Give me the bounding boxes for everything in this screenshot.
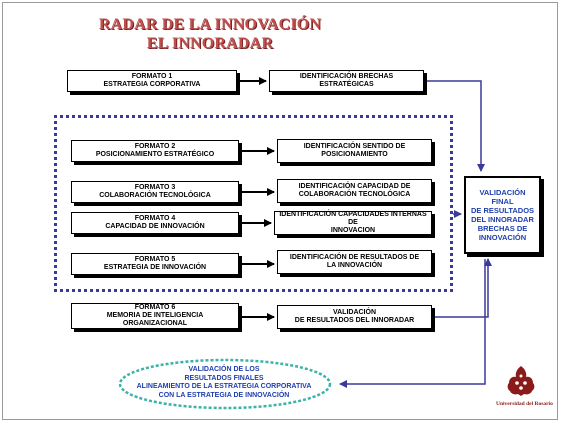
format-3-label: FORMATO 3	[134, 184, 176, 191]
format-1-box: FORMATO 1 ESTRATEGIA CORPORATIVA	[67, 70, 237, 92]
final-validation-line-1: VALIDACIÓN	[479, 188, 526, 197]
conclusion-ellipse	[118, 358, 332, 410]
final-validation-line-2: FINAL	[491, 197, 514, 206]
final-validation-line-5: BRECHAS DE	[477, 224, 528, 233]
format-2-label: FORMATO 2	[134, 143, 176, 150]
conclusion-line-2: RESULTADOS FINALES	[184, 374, 264, 382]
format-3-box: FORMATO 3 COLABORACIÓN TECNOLÓGICA	[71, 181, 239, 203]
format-4-name: CAPACIDAD DE INNOVACIÓN	[105, 223, 205, 230]
result-2-line1: IDENTIFICACIÓN SENTIDO DE	[303, 143, 406, 150]
final-validation-box: VALIDACIÓN FINAL DE RESULTADOS DEL INNOR…	[464, 176, 541, 254]
slide-frame	[2, 2, 558, 420]
format-3-name: COLABORACIÓN TECNOLÓGICA	[99, 192, 211, 199]
result-2-line2: POSICIONAMIENTO	[321, 151, 388, 158]
result-5-line2: LA INNOVACIÓN	[326, 262, 383, 269]
result-1-box: IDENTIFICACIÓN BRECHAS ESTRATÉGICAS	[269, 70, 424, 92]
conclusion-line-3: ALINEAMIENTO DE LA ESTRATEGIA CORPORATIV…	[136, 383, 312, 390]
slide-title-line-2: EL INNORADAR	[146, 35, 274, 52]
connector-result6-to-validation	[435, 258, 492, 318]
result-5-line1: IDENTIFICACIÓN DE RESULTADOS DE	[289, 254, 420, 261]
format-5-box: FORMATO 5 ESTRATEGIA DE INNOVACIÓN	[71, 253, 239, 275]
result-3-line1: IDENTIFICACIÓN CAPACIDAD DE	[298, 183, 411, 190]
format-6-label: FORMATO 6	[134, 304, 176, 311]
format-2-box: FORMATO 2 POSICIONAMIENTO ESTRATÉGICO	[71, 140, 239, 162]
format-6-name: MEMORIA DE INTELIGENCIA	[106, 312, 204, 319]
result-4-line2: INNOVACION	[330, 227, 376, 234]
format-6-name-cont: ORGANIZACIONAL	[122, 320, 188, 327]
conclusion-text: VALIDACIÓN DE LOS RESULTADOS FINALES ALI…	[124, 366, 324, 400]
university-logo-caption: Universidad del Rosario	[496, 401, 553, 407]
university-logo: Universidad del Rosario	[496, 366, 553, 407]
result-6-line1: VALIDACIÓN	[332, 309, 377, 316]
format-4-label: FORMATO 4	[134, 215, 176, 222]
result-3-line2: COLABORACIÓN TECNOLÓGICA	[298, 191, 411, 198]
final-validation-line-6: INNOVACIÓN	[478, 233, 527, 242]
result-4-line1: IDENTIFICACIÓN CAPACIDADES INTERNAS DE	[279, 211, 427, 226]
connector-result1-to-validation	[427, 80, 485, 172]
format-4-box: FORMATO 4 CAPACIDAD DE INNOVACIÓN	[71, 212, 239, 234]
conclusion-line-1: VALIDACIÓN DE LOS	[188, 366, 260, 373]
conclusion-line-4: CON LA ESTRATEGIA DE INNOVACIÓN	[158, 391, 290, 399]
result-6-line2: DE RESULTADOS DEL INNORADAR	[294, 317, 415, 324]
connector-validation-to-conclusion	[339, 259, 486, 388]
university-crest-icon	[507, 366, 535, 396]
formats-group-frame	[54, 115, 453, 292]
format-5-name: ESTRATEGIA DE INNOVACIÓN	[103, 264, 207, 271]
final-validation-line-4: DEL INNORADAR	[471, 215, 534, 224]
result-1-line1: IDENTIFICACIÓN BRECHAS ESTRATÉGICAS	[299, 73, 394, 88]
final-validation-line-3: DE RESULTADOS	[470, 206, 535, 215]
format-1-name: ESTRATEGIA CORPORATIVA	[103, 81, 201, 88]
format-5-label: FORMATO 5	[134, 256, 176, 263]
format-1-label: FORMATO 1	[131, 73, 173, 80]
result-6-box: VALIDACIÓN DE RESULTADOS DEL INNORADAR	[277, 305, 432, 329]
result-2-box: IDENTIFICACIÓN SENTIDO DE POSICIONAMIENT…	[277, 139, 432, 163]
format-2-name: POSICIONAMIENTO ESTRATÉGICO	[95, 151, 215, 158]
result-5-box: IDENTIFICACIÓN DE RESULTADOS DE LA INNOV…	[277, 250, 432, 274]
format-6-box: FORMATO 6 MEMORIA DE INTELIGENCIA ORGANI…	[71, 303, 239, 329]
slide-title-line-1: RADAR DE LA INNOVACIÓN	[98, 16, 322, 33]
result-3-box: IDENTIFICACIÓN CAPACIDAD DE COLABORACIÓN…	[277, 179, 432, 203]
result-4-box: IDENTIFICACIÓN CAPACIDADES INTERNAS DE I…	[274, 211, 432, 235]
